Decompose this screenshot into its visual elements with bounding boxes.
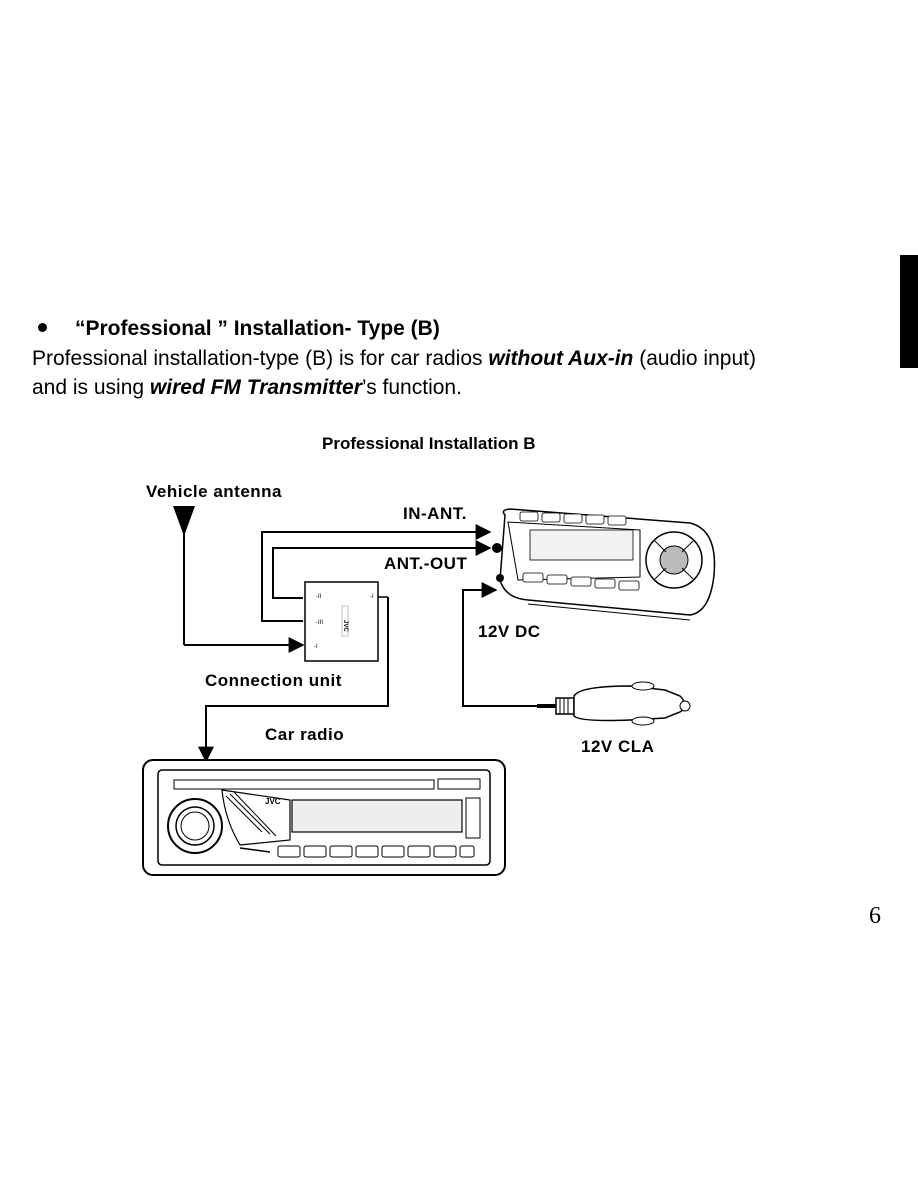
paragraph-text: ’s function. <box>361 376 462 399</box>
page-number: 6 <box>869 903 881 929</box>
paragraph-text: (audio input) <box>633 347 756 370</box>
car-radio-label: Car radio <box>265 725 345 744</box>
in-ant-cable <box>261 524 492 622</box>
section-heading: “Professional ” Installation- Type (B) <box>38 317 440 341</box>
in-ant-label: IN-ANT. <box>403 504 467 523</box>
cigarette-lighter-plug-icon <box>537 681 691 726</box>
emphasis-without-aux-in: without Aux-in <box>488 347 634 370</box>
svg-text:JVC: JVC <box>342 620 348 632</box>
transmitter-top-buttons <box>519 511 627 526</box>
radio-brand-logo: JVC <box>265 797 281 806</box>
transmitter-navigation-dial <box>645 531 703 589</box>
dc-label: 12V DC <box>478 622 541 641</box>
dc-power-cable <box>462 582 537 707</box>
paragraph-line-1: Professional installation-type (B) is fo… <box>32 348 756 369</box>
paragraph-text: Professional installation-type (B) is fo… <box>32 347 489 370</box>
svg-text:-I: -I <box>370 594 374 600</box>
diagram-title: Professional Installation B <box>322 434 536 453</box>
section-heading-text: “Professional ” Installation- Type (B) <box>75 317 440 340</box>
fm-transmitter-device <box>492 508 716 621</box>
transmitter-bottom-buttons <box>522 572 640 591</box>
connection-unit-device: -II -III -I -I JVC <box>304 581 388 662</box>
connection-unit-label: Connection unit <box>205 671 342 690</box>
emphasis-wired-fm-transmitter: wired FM Transmitter <box>149 376 362 399</box>
ant-out-cable <box>272 540 492 599</box>
svg-text:-III: -III <box>316 620 323 626</box>
radio-cable <box>198 597 389 763</box>
paragraph-line-2: and is using wired FM Transmitter’s func… <box>32 377 462 398</box>
cla-label: 12V CLA <box>581 737 655 756</box>
antenna-icon <box>173 506 305 653</box>
chapter-tab-marker <box>900 255 918 368</box>
bullet-icon <box>38 322 47 332</box>
svg-text:-II: -II <box>316 594 322 600</box>
paragraph-text: and is using <box>32 376 150 399</box>
ant-out-label: ANT.-OUT <box>384 554 468 573</box>
vehicle-antenna-label: Vehicle antenna <box>146 482 282 501</box>
radio-preset-buttons <box>277 845 475 858</box>
car-radio-device: JVC <box>142 759 506 876</box>
svg-text:-I: -I <box>314 644 318 650</box>
